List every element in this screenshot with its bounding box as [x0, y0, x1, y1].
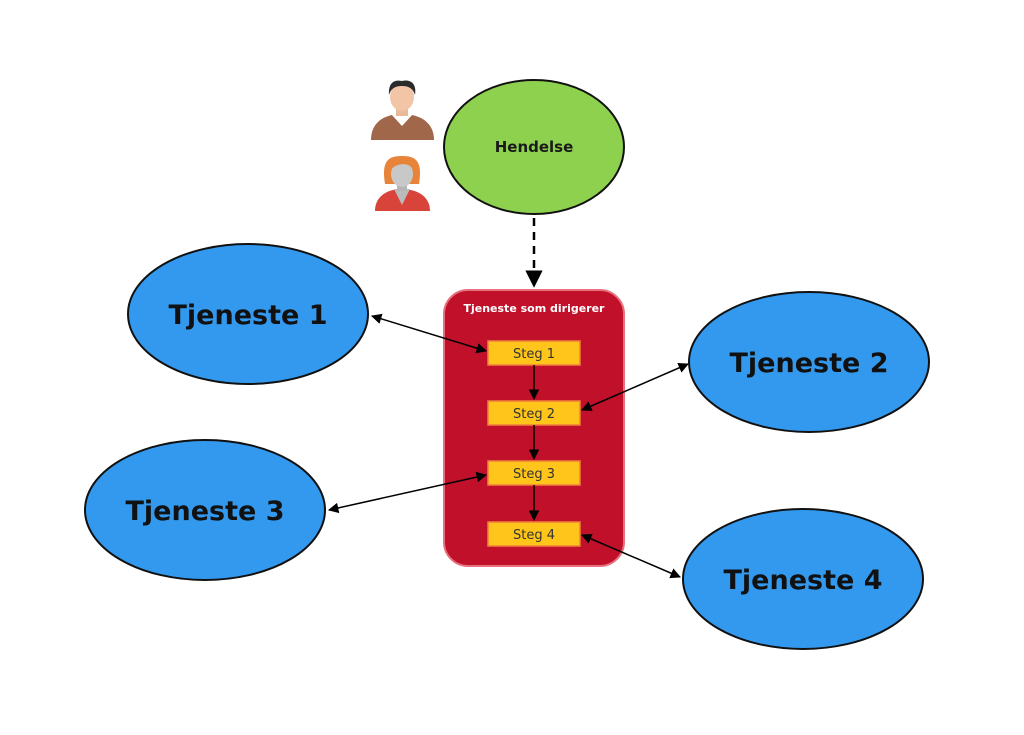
event-label: Hendelse [495, 138, 574, 156]
step-1-label: Steg 1 [513, 347, 555, 362]
service-4-label: Tjeneste 4 [724, 565, 883, 596]
service-2-label: Tjeneste 2 [730, 348, 889, 379]
step-3: Steg 3 [487, 460, 581, 486]
service-4-node: Tjeneste 4 [682, 508, 924, 650]
step-2-service-2-arrow [581, 362, 689, 412]
event-node: Hendelse [443, 79, 625, 215]
service-1-label: Tjeneste 1 [169, 300, 328, 331]
step-3-service-3-arrow [327, 471, 488, 514]
step-2-label: Steg 2 [513, 407, 555, 422]
service-3-node: Tjeneste 3 [84, 439, 326, 581]
orchestrator-title: Tjeneste som dirigerer [463, 302, 605, 315]
service-3-label: Tjeneste 3 [126, 496, 285, 527]
step-1: Steg 1 [487, 340, 581, 366]
step-4: Steg 4 [487, 521, 581, 547]
service-2-node: Tjeneste 2 [688, 291, 930, 433]
woman-avatar-icon [375, 156, 430, 211]
step-2: Steg 2 [487, 400, 581, 426]
step-4-service-4-arrow [581, 533, 681, 579]
man-avatar-icon [371, 80, 434, 140]
service-1-node: Tjeneste 1 [127, 243, 369, 385]
step-3-label: Steg 3 [513, 467, 555, 482]
step-1-service-1-arrow [370, 313, 488, 354]
step-4-label: Steg 4 [513, 528, 555, 543]
